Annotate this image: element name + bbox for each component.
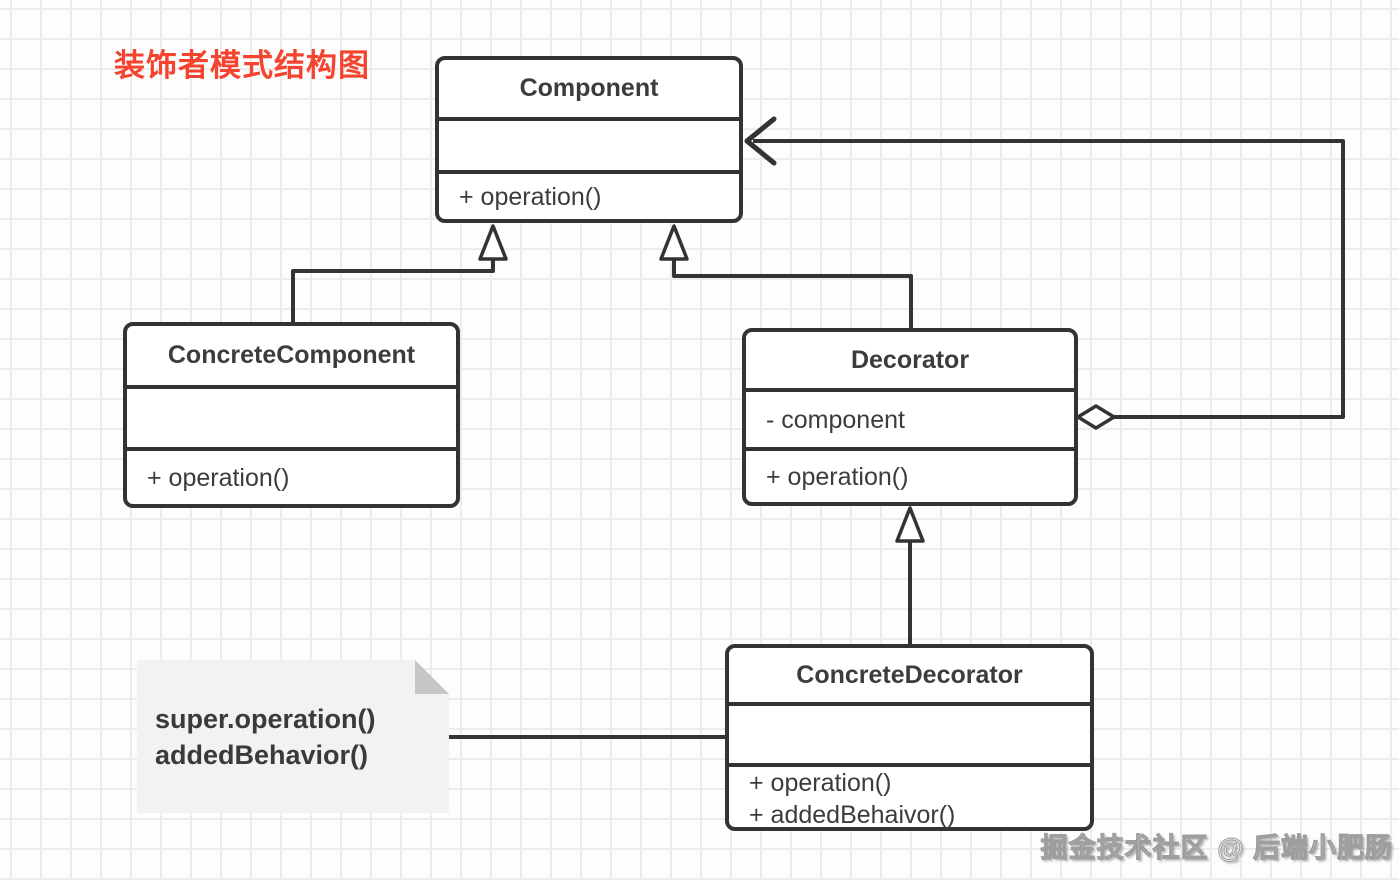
class-box-decorator: Decorator - component + operation() bbox=[742, 328, 1078, 506]
method-row: + operation() bbox=[766, 462, 909, 491]
attribute-row: - component bbox=[766, 405, 905, 434]
uml-note: super.operation() addedBehavior() bbox=[137, 660, 449, 813]
class-attributes-concrete-decorator bbox=[729, 702, 1090, 763]
open-arrowhead-icon bbox=[744, 116, 777, 166]
note-line: super.operation() bbox=[155, 703, 376, 734]
inheritance-arrow-concretecomponent-to-component bbox=[291, 224, 508, 324]
class-box-component: Component + operation() bbox=[435, 56, 743, 223]
diagram-title: 装饰者模式结构图 bbox=[114, 48, 370, 83]
class-methods-concrete-decorator: + operation() + addedBehaivor() bbox=[729, 763, 1090, 831]
class-name-decorator: Decorator bbox=[850, 345, 970, 374]
class-methods-concrete-component: + operation() bbox=[127, 447, 456, 504]
class-attributes-component bbox=[439, 117, 739, 170]
class-box-concrete-component: ConcreteComponent + operation() bbox=[123, 322, 460, 508]
class-methods-decorator: + operation() bbox=[746, 447, 1074, 502]
method-row: + operation() bbox=[147, 463, 290, 492]
class-name-component: Component bbox=[519, 74, 659, 102]
watermark: 掘金技术社区 @ 后端小肥肠 bbox=[1040, 833, 1393, 864]
class-name-concrete-decorator: ConcreteDecorator bbox=[796, 660, 1023, 689]
method-row: + addedBehaivor() bbox=[749, 801, 956, 829]
method-row: + operation() bbox=[749, 769, 892, 797]
inheritance-arrow-decorator-to-component bbox=[659, 224, 913, 330]
class-attributes-decorator: - component bbox=[746, 388, 1074, 447]
class-name-concrete-component: ConcreteComponent bbox=[167, 341, 416, 369]
class-attributes-concrete-component bbox=[127, 385, 456, 447]
aggregation-link-decorator-to-component bbox=[744, 116, 1345, 430]
inheritance-arrow-concretedecorator-to-decorator bbox=[895, 506, 925, 645]
method-row: + operation() bbox=[459, 182, 602, 211]
aggregation-diamond-icon bbox=[1076, 404, 1116, 430]
class-methods-component: + operation() bbox=[439, 170, 739, 219]
class-box-concrete-decorator: ConcreteDecorator + operation() + addedB… bbox=[725, 644, 1094, 831]
note-line: addedBehavior() bbox=[155, 739, 369, 770]
